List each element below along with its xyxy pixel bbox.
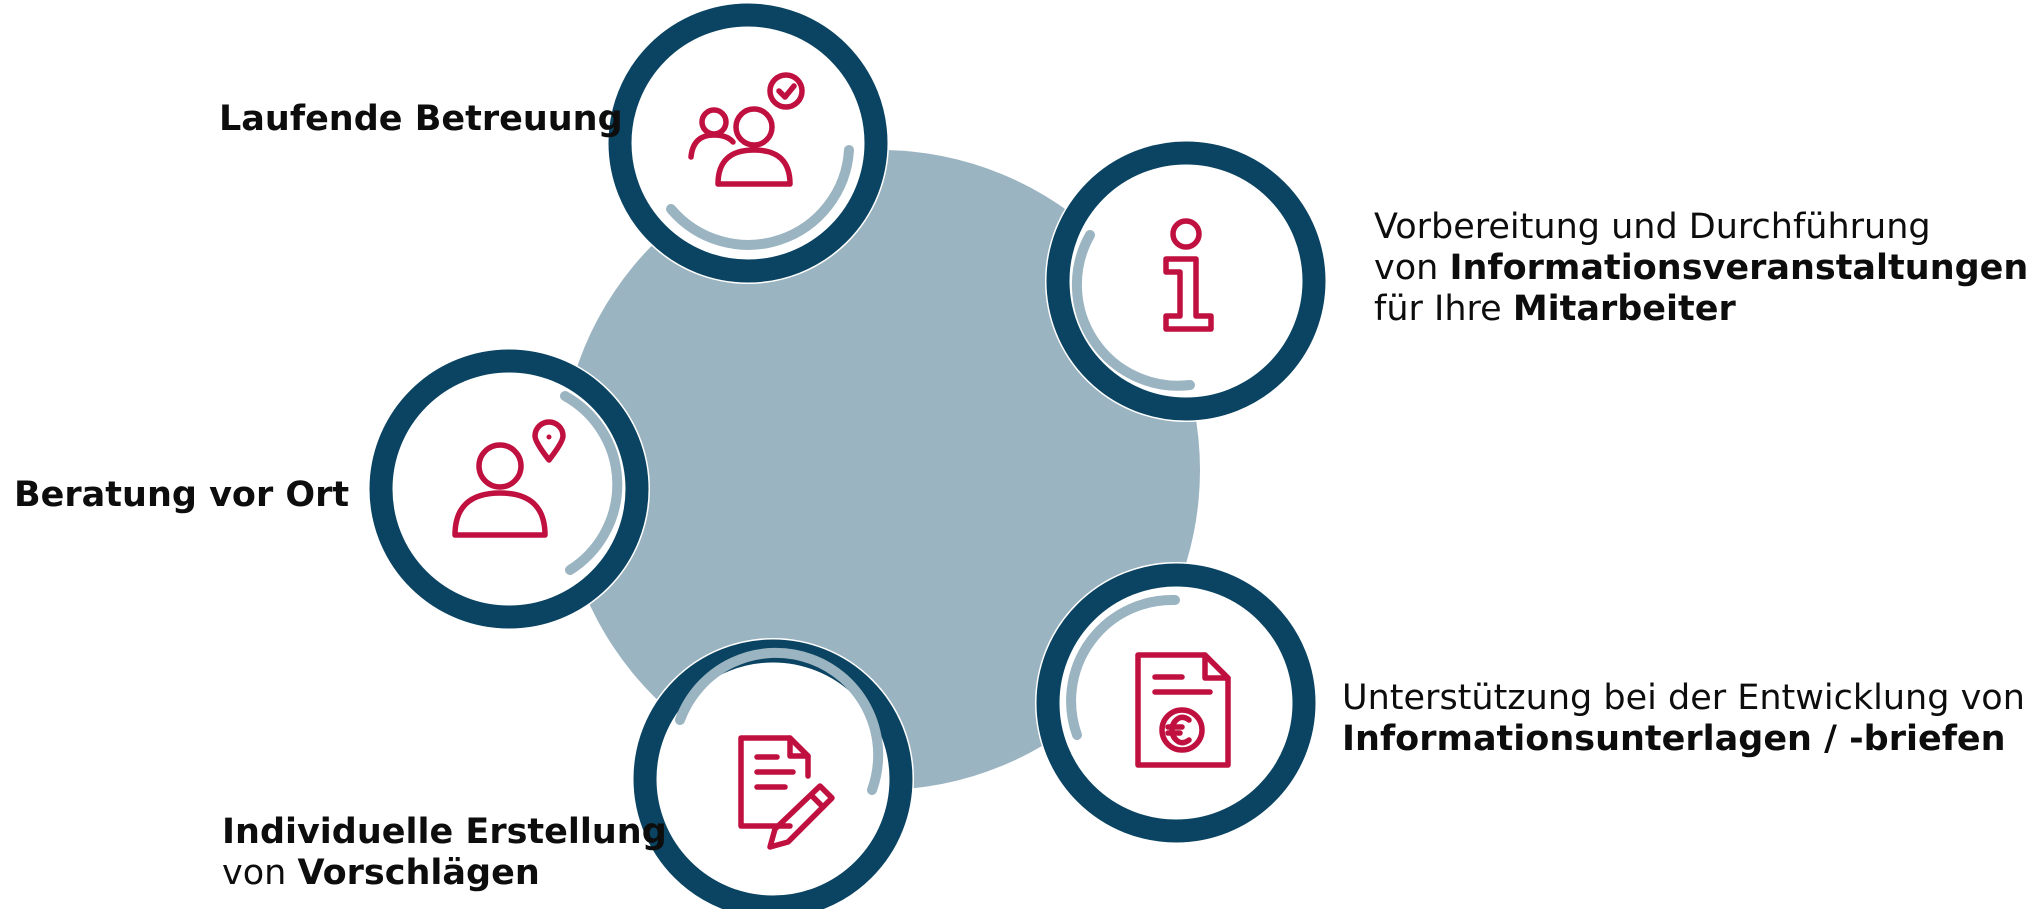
node-accent-arc: [560, 391, 623, 575]
label-text-bold: Mitarbeiter: [1512, 289, 1736, 329]
label-text-bold: Informationsveranstaltungen: [1449, 248, 2027, 288]
node-laufende-betreuung: [607, 2, 889, 284]
node-individuelle-erstellung: [632, 638, 914, 909]
node-accent-arc: [1066, 594, 1180, 740]
person-location-icon: [452, 419, 566, 538]
info-icon: [1163, 218, 1214, 332]
label-laufende-betreuung: Laufende Betreuung: [219, 99, 623, 140]
label-text-bold: Individuelle Erstellung: [222, 812, 667, 852]
label-text-bold: Informationsunterlagen / -briefen: [1342, 719, 2006, 759]
label-line: Laufende Betreuung: [219, 99, 623, 140]
node-ring: [608, 3, 888, 283]
label-text: für Ihre: [1374, 289, 1513, 329]
node-ring: [1036, 563, 1316, 843]
document-pencil-icon: [738, 735, 835, 850]
label-line: von Vorschlägen: [222, 853, 667, 894]
label-text-bold: Beratung vor Ort: [14, 475, 350, 515]
document-euro-icon: [1135, 652, 1231, 768]
label-text-bold: Laufende Betreuung: [219, 99, 623, 139]
label-text: Unterstützung bei der Entwicklung von: [1342, 678, 2025, 718]
center-disc: [560, 150, 1200, 790]
label-text: Vorbereitung und Durchführung: [1374, 207, 1931, 247]
node-informationsveranstaltungen: [1045, 140, 1327, 422]
node-ring: [1046, 141, 1326, 421]
node-beratung-vor-ort: [368, 348, 650, 630]
node-ring: [369, 349, 649, 629]
label-line: Unterstützung bei der Entwicklung von: [1342, 678, 2025, 719]
node-accent-arc: [675, 647, 884, 795]
label-beratung-vor-ort: Beratung vor Ort: [14, 475, 349, 516]
node-ring: [368, 348, 650, 630]
label-text-bold: Vorschlägen: [297, 853, 540, 893]
label-text: von: [1374, 248, 1450, 288]
people-check-icon: [688, 72, 805, 187]
label-text: von: [222, 853, 298, 893]
node-ring: [1035, 562, 1317, 844]
label-line: für Ihre Mitarbeiter: [1374, 289, 2027, 330]
node-ring: [1045, 140, 1327, 422]
label-line: Individuelle Erstellung: [222, 812, 667, 853]
label-line: Beratung vor Ort: [14, 475, 349, 516]
node-informationsunterlagen: [1035, 562, 1317, 844]
node-accent-arc: [666, 145, 854, 250]
label-line: von Informationsveranstaltungen: [1374, 248, 2027, 289]
label-line: Informationsunterlagen / -briefen: [1342, 719, 2025, 760]
label-line: Vorbereitung und Durchführung: [1374, 207, 2027, 248]
node-accent-arc: [1071, 230, 1195, 391]
